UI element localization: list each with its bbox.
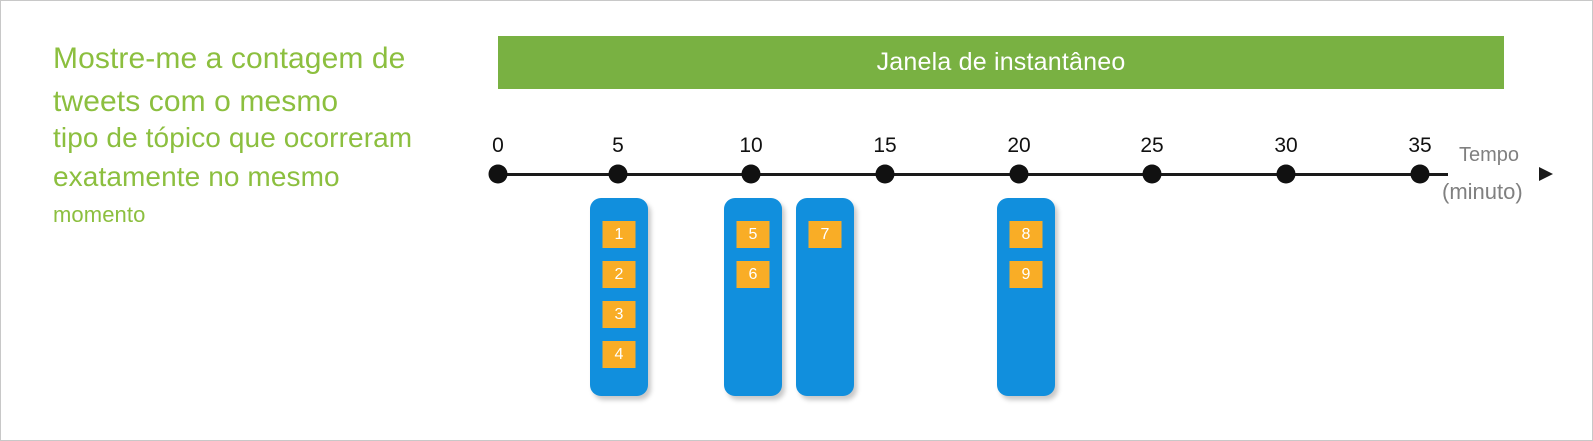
tweet-box[interactable]: 8: [1009, 221, 1043, 248]
question-text: Mostre-me a contagem de tweets com o mes…: [53, 43, 463, 226]
tweet-box[interactable]: 1: [602, 221, 636, 248]
question-line-1: Mostre-me a contagem de: [53, 42, 406, 75]
tweet-box[interactable]: 7: [808, 221, 842, 248]
question-line-3: tipo de tópico que ocorreram: [53, 122, 413, 154]
tweet-box[interactable]: 5: [736, 221, 770, 248]
snapshot-window-bar: Janela de instantâneo: [498, 36, 1504, 89]
tweet-box[interactable]: 2: [602, 261, 636, 288]
question-line-4: exatamente no mesmo: [53, 161, 340, 193]
tweet-column[interactable]: 1 2 3 4: [590, 198, 648, 396]
tweet-box[interactable]: 3: [602, 301, 636, 328]
tweet-box[interactable]: 6: [736, 261, 770, 288]
tweet-box[interactable]: 9: [1009, 261, 1043, 288]
question-line-5: momento: [53, 201, 146, 227]
question-line-2: tweets com o mesmo: [53, 85, 339, 119]
tweet-box[interactable]: 4: [602, 341, 636, 368]
tweet-column[interactable]: 7: [796, 198, 854, 396]
snapshot-window-label: Janela de instantâneo: [876, 48, 1126, 76]
